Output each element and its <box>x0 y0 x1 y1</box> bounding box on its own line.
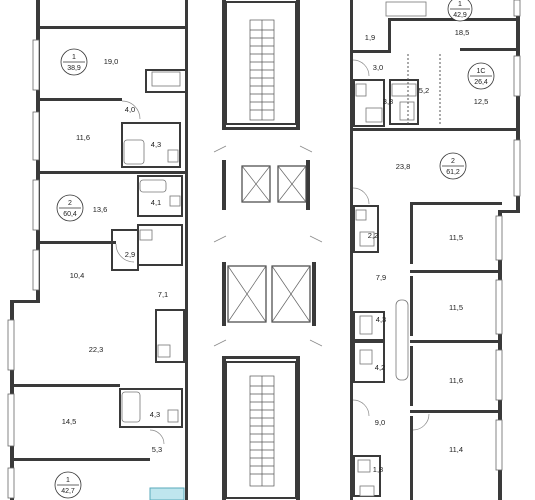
badge-area: 38,9 <box>67 65 81 72</box>
room-area-label: 5,2 <box>419 86 429 95</box>
upper-stair-treads <box>250 20 274 120</box>
badge-rooms: 2 <box>68 200 72 207</box>
apartment-badge-4: 1 42,9 <box>447 0 473 22</box>
room-area-label: 7,9 <box>376 273 386 282</box>
apartment-badge-1: 1 38,9 <box>60 48 88 76</box>
badge-area: 26,4 <box>474 79 488 86</box>
room-area-label: 4,2 <box>375 363 385 372</box>
room-area-label: 4,3 <box>376 315 386 324</box>
room-area-label: 18,5 <box>455 28 470 37</box>
room-area-label: 2,2 <box>368 231 378 240</box>
badge-rooms: 1С <box>477 68 486 75</box>
room-labels: 19,0 4,0 11,6 4,3 13,6 4,1 2,9 10,4 7,1 … <box>62 28 489 474</box>
apartment-badge-6: 2 61,2 <box>439 152 467 180</box>
badge-area: 60,4 <box>63 211 77 218</box>
room-area-label: 4,3 <box>150 410 160 419</box>
right-wing-fixtures <box>352 1 441 497</box>
badge-rooms: 1 <box>458 1 462 8</box>
room-area-label: 9,0 <box>375 418 385 427</box>
room-area-label: 4,3 <box>151 140 161 149</box>
badge-area: 61,2 <box>446 169 460 176</box>
room-area-label: 4,0 <box>125 105 135 114</box>
lower-stair-treads <box>250 376 274 486</box>
left-wing-windows <box>7 39 40 499</box>
room-area-label: 3,0 <box>373 63 383 72</box>
apartment-badge-5: 1С 26,4 <box>467 62 495 90</box>
apartment-badge-2: 2 60,4 <box>56 194 84 222</box>
room-area-label: 19,0 <box>104 57 119 66</box>
room-area-label: 22,3 <box>89 345 104 354</box>
room-area-label: 11,5 <box>449 233 463 242</box>
room-area-label: 11,4 <box>449 445 463 454</box>
room-area-label: 5,3 <box>152 445 162 454</box>
right-wing-windows <box>495 0 521 471</box>
room-area-label: 11,6 <box>449 376 463 385</box>
room-area-label: 2,9 <box>125 250 135 259</box>
badge-area: 42,9 <box>453 12 467 19</box>
room-area-label: 7,1 <box>158 290 168 299</box>
room-area-label: 4,1 <box>151 198 161 207</box>
room-area-label: 13,6 <box>93 205 108 214</box>
badge-rooms: 1 <box>72 54 76 61</box>
apartment-badge-3: 1 42,7 <box>54 471 82 499</box>
room-area-label: 14,5 <box>62 417 77 426</box>
core <box>213 0 323 500</box>
room-area-label: 10,4 <box>70 271 85 280</box>
room-area-label: 3,8 <box>383 97 393 106</box>
highlighted-room <box>149 487 185 500</box>
room-area-label: 23,8 <box>396 162 411 171</box>
room-area-label: 12,5 <box>474 97 489 106</box>
room-area-label: 1,8 <box>373 465 383 474</box>
room-area-label: 11,5 <box>449 303 463 312</box>
room-area-label: 1,9 <box>365 33 375 42</box>
room-area-label: 11,6 <box>76 133 90 142</box>
left-wing-fixtures <box>115 71 185 500</box>
badge-area: 42,7 <box>61 488 75 495</box>
badge-rooms: 1 <box>66 477 70 484</box>
badge-rooms: 2 <box>451 158 455 165</box>
